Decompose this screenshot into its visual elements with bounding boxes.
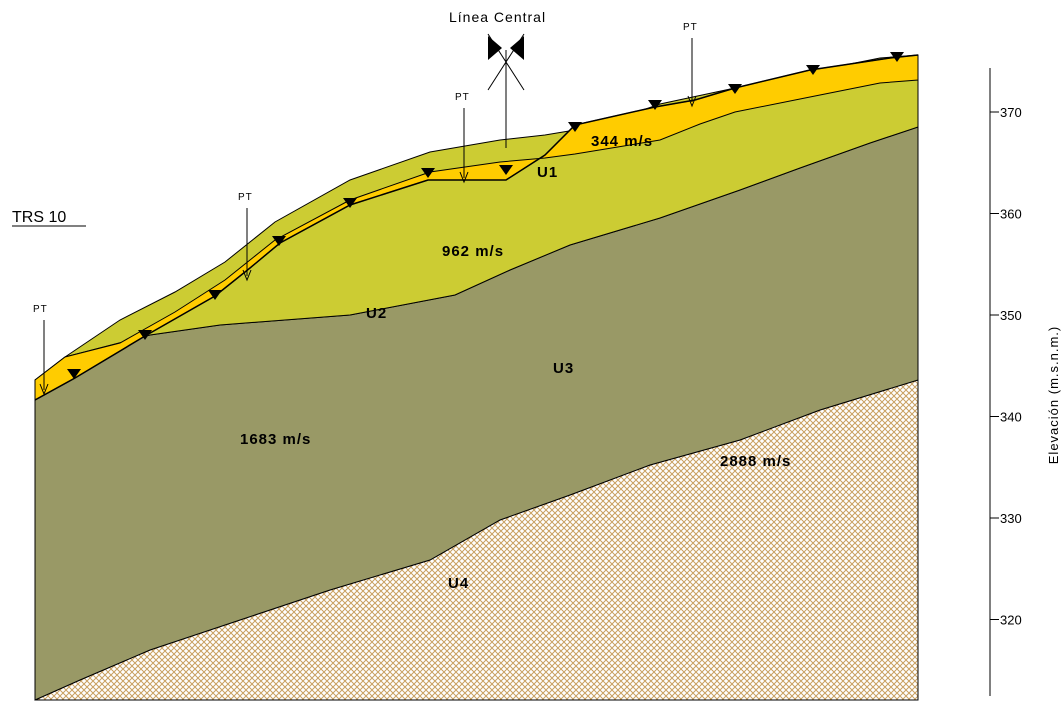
velocity-label-u1: 344 m/s <box>591 133 653 150</box>
geophone-icon <box>568 122 582 132</box>
unit-label-u2: U2 <box>366 305 387 322</box>
center-line-label: Línea Central <box>449 9 546 25</box>
velocity-label-u4: 2888 m/s <box>720 453 791 470</box>
pt-marker: PT <box>238 192 253 282</box>
axis-tick-label: 340 <box>1000 410 1022 425</box>
geophone-icon <box>67 369 81 379</box>
elevation-axis: 370 360 350 340 330 320 Elevación (m.s.n.m.) <box>989 68 1061 696</box>
axis-tick-label: 360 <box>1000 207 1022 222</box>
geophone-icon <box>272 236 286 246</box>
pt-marker: PT <box>33 304 49 396</box>
axis-tick-label: 350 <box>1000 308 1022 323</box>
unit-label-u1: U1 <box>537 164 558 181</box>
center-line-marker: Línea Central <box>449 9 546 148</box>
profile-title: TRS 10 <box>12 209 66 226</box>
pt-marker: PT <box>683 22 698 108</box>
geophone-icon <box>208 290 222 300</box>
pt-marker: PT <box>455 92 470 184</box>
axis-label: Elevación (m.s.n.m.) <box>1046 326 1061 464</box>
pt-label: PT <box>683 22 698 33</box>
unit-label-u3: U3 <box>553 360 574 377</box>
pt-label: PT <box>238 192 253 203</box>
geophone-markers <box>67 52 904 379</box>
ground-surface-line <box>34 54 919 401</box>
velocity-label-u2: 962 m/s <box>442 243 504 260</box>
geophone-icon <box>648 100 662 110</box>
velocity-label-u3: 1683 m/s <box>240 431 311 448</box>
axis-tick-label: 330 <box>1000 511 1022 526</box>
geophone-icon <box>421 168 435 178</box>
unit-label-u4: U4 <box>448 575 469 592</box>
geophone-icon <box>499 165 513 175</box>
geophone-icon <box>806 65 820 75</box>
axis-tick-label: 320 <box>1000 613 1022 628</box>
pt-label: PT <box>33 304 48 315</box>
pt-label: PT <box>455 92 470 103</box>
geophone-icon <box>343 198 357 208</box>
geophone-icon <box>138 330 152 340</box>
geophone-icon <box>890 52 904 62</box>
axis-tick-label: 370 <box>1000 105 1022 120</box>
geophone-icon <box>728 84 742 94</box>
